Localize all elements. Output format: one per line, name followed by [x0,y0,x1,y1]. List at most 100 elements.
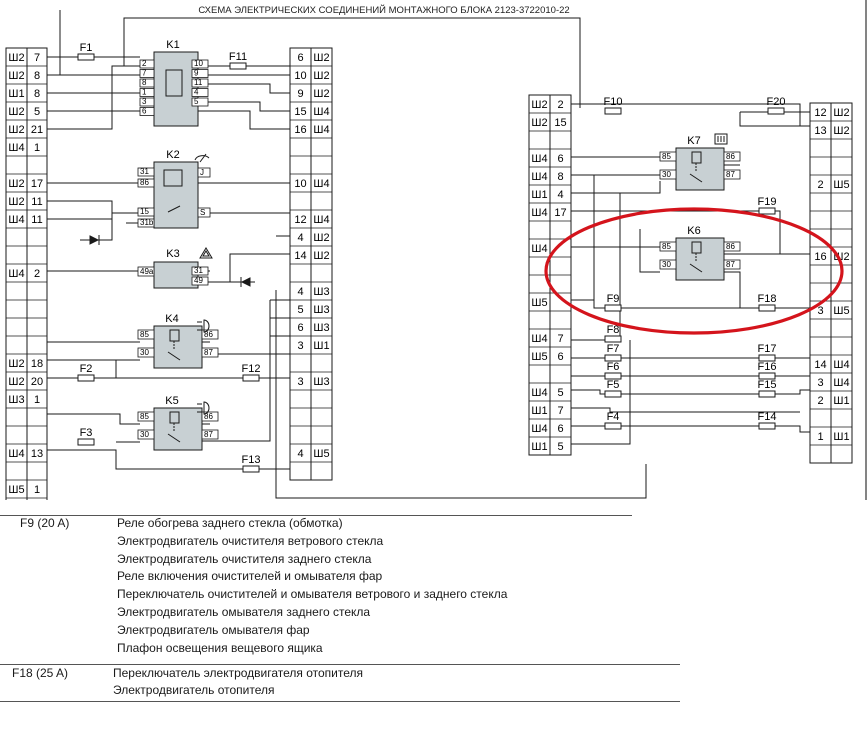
connector-cell: Ш4 [531,153,547,165]
connector-cell: Ш2 [8,52,24,64]
relay-pin: 11 [194,78,203,87]
relay-pin: 87 [204,348,213,357]
diode-icon [89,235,100,245]
connector-cell: 12 [294,214,306,226]
relay-pin: 31b [140,218,154,227]
connector-cell: 7 [557,333,563,345]
fuse-f16: F16 [758,361,776,380]
relay-pin: 85 [662,152,671,161]
fuse-f8: F8 [604,324,622,343]
fuse-label: F7 [607,343,620,355]
connector-cell: 2 [557,99,563,111]
connector-cell: 3 [817,305,823,317]
fuse-f2: F2 [77,363,95,382]
fuse-label: F1 [80,42,93,54]
connector-cell: Ш2 [8,178,24,190]
connector-cell: Ш4 [531,387,547,399]
fuse-label: F14 [758,411,777,423]
connector-cell: Ш2 [313,52,329,64]
fuse-label: F10 [604,96,623,108]
connector-cell: Ш2 [833,107,849,119]
connector-cell: 10 [294,178,306,190]
connector-cell: Ш2 [8,106,24,118]
relay-pin: 49a [140,267,154,276]
fuse-consumer-item: Электродвигатель омывателя фар [117,622,310,637]
connector-cell: 9 [297,88,303,100]
connector-cell: 5 [297,304,303,316]
relay-pin: 31 [194,266,203,275]
wiring-diagram: СХЕМА ЭЛЕКТРИЧЕСКИХ СОЕДИНЕНИЙ МОНТАЖНОГ… [5,0,867,500]
relay-label: K1 [166,39,179,51]
connector-cell: 2 [817,395,823,407]
headlight-icon [197,401,210,415]
connector-cell: 15 [554,117,566,129]
fuse-f3: F3 [77,427,95,446]
fuse-f20: F20 [767,96,786,115]
fuse-label: F15 [758,379,777,391]
relay-pin: 15 [140,207,149,216]
connector-cell: Ш1 [8,88,24,100]
relay-pin: 30 [140,430,149,439]
connector-cell: 21 [31,124,43,136]
fuse-cell: F9 (20 A) [20,516,70,530]
fuse-consumer-item: Реле обогрева заднего стекла (обмотка) [117,516,343,530]
connector-cell: Ш1 [531,405,547,417]
connector-cell: Ш1 [531,441,547,453]
connector-cell: 8 [557,171,563,183]
relay-pin: 5 [194,97,199,106]
relay-pin: 2 [142,59,147,68]
connector-cell: Ш4 [313,214,329,226]
connector-cell: 1 [34,142,40,154]
connector-cell: Ш2 [8,196,24,208]
connector-cell: 14 [294,250,306,262]
connector-cell: Ш3 [313,304,329,316]
headlight-icon [197,319,210,333]
connector-cell: Ш3 [313,376,329,388]
relay-pin: 85 [140,412,149,421]
fuse-label: F20 [767,96,786,108]
hazard-triangle-icon [199,247,213,259]
relay-pin: 85 [662,242,671,251]
fuse-label: F5 [607,379,620,391]
relay-label: K3 [166,248,179,260]
connector-cell: Ш3 [313,322,329,334]
relay-pin: 86 [726,152,735,161]
connector-cell: Ш4 [833,359,849,371]
fuse-f7: F7 [604,343,622,362]
fuse-label: F8 [607,324,620,336]
connector-cell: 4 [297,286,303,298]
connector-cell: 16 [814,251,826,263]
connector-cell: 5 [557,441,563,453]
connector-cell: Ш5 [8,484,24,496]
fuse-consumer-item: Электродвигатель отопителя [113,683,275,697]
wiper-icon [194,153,210,163]
connector-cell: 5 [34,106,40,118]
relay-pin: 49 [194,276,203,285]
relay-label: K7 [687,135,700,147]
relay-label: K5 [165,395,178,407]
connector-cell: 3 [297,340,303,352]
connector-cell: Ш2 [313,70,329,82]
relay-pin: 87 [204,430,213,439]
fuse-label: F4 [607,411,620,423]
connector-cell: Ш4 [531,333,547,345]
connector-cell: 4 [297,448,303,460]
relay-pin: 6 [142,107,147,116]
connector-cell: Ш4 [531,171,547,183]
fuse-f14: F14 [758,411,777,430]
relay-pin: S [200,208,205,217]
connector-cell: Ш2 [8,124,24,136]
connector-cell: Ш2 [8,376,24,388]
fuse-label: F6 [607,361,620,373]
relay-pin: 30 [140,348,149,357]
connector-cell: Ш4 [313,124,329,136]
fuse-f10: F10 [604,96,623,115]
fuse-label: F19 [758,196,777,208]
relay-pin: 87 [726,170,735,179]
